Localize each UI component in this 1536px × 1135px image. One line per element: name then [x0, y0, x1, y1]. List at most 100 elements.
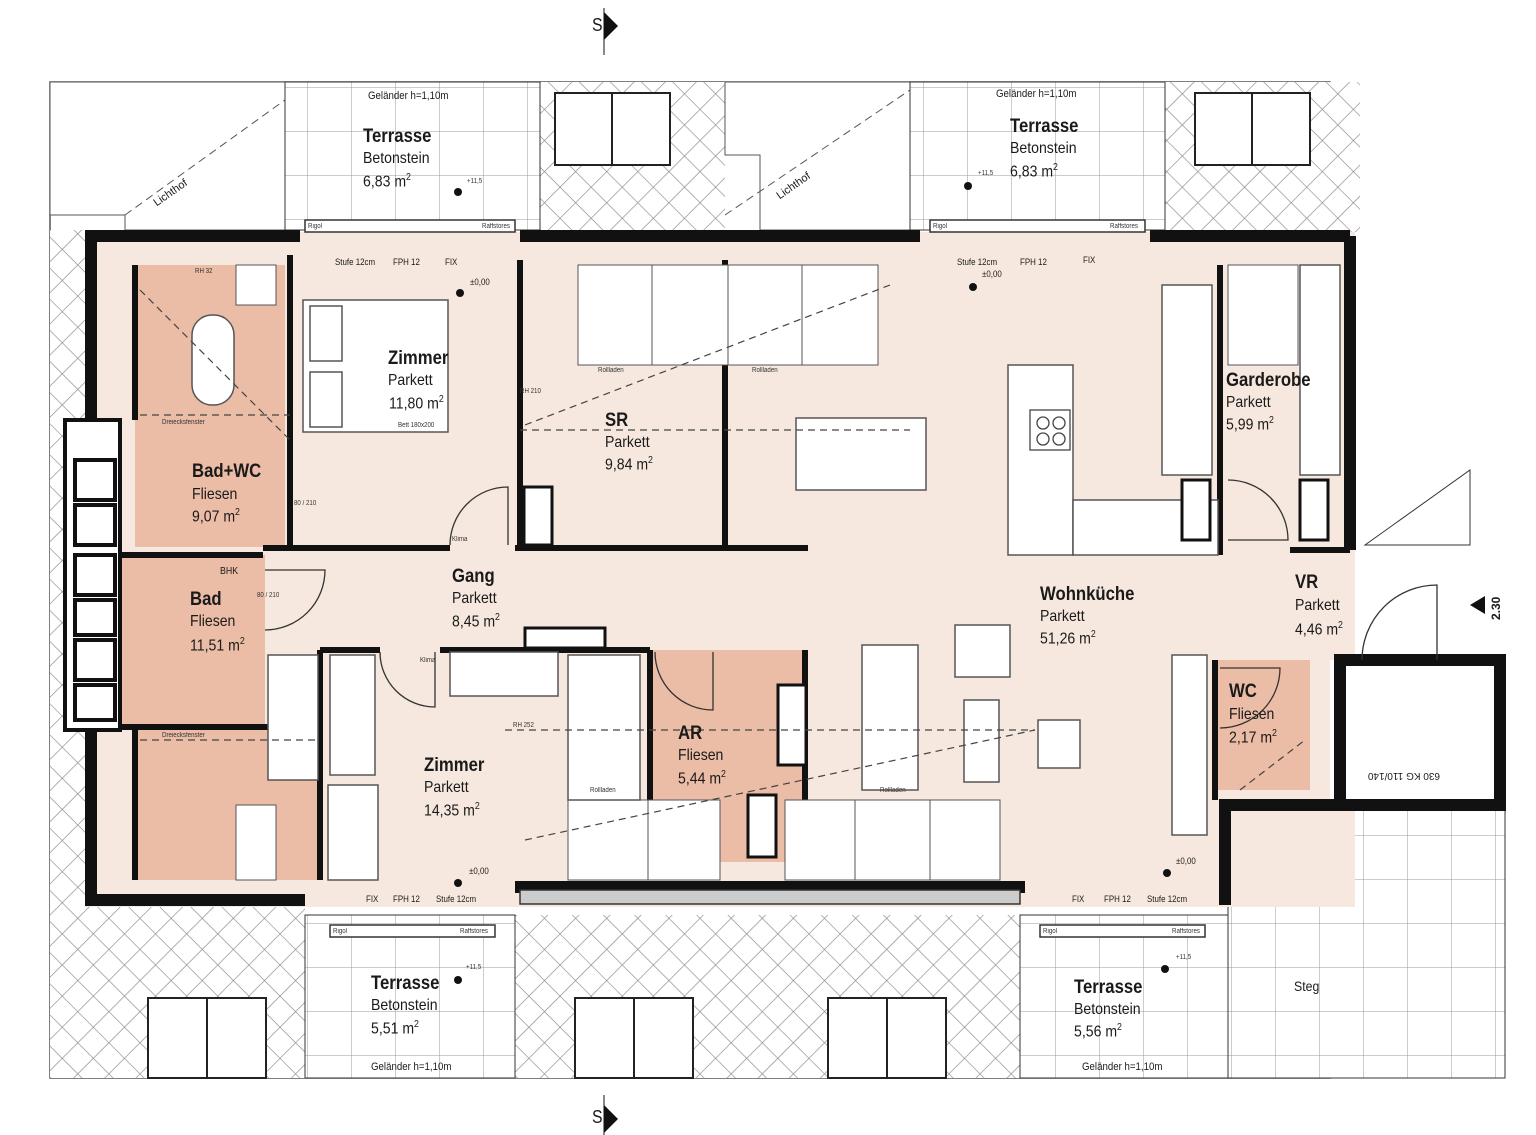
- sr-material: Parkett: [605, 434, 650, 451]
- ar-name: AR: [678, 723, 703, 744]
- garderobe-area: 5,99 m2: [1226, 415, 1274, 434]
- wohnkueche-material: Parkett: [1040, 608, 1085, 625]
- stair-wedge: [1363, 469, 1471, 546]
- rollladen-1: Rollladen: [598, 367, 624, 374]
- terrace-tl-area: 6,83 m2: [363, 172, 411, 191]
- door-swings: [264, 479, 1438, 729]
- rollladen-4: Rollladen: [880, 787, 906, 794]
- terrace-tl-material: Betonstein: [363, 150, 430, 167]
- step-label-bl: Stufe 12cm: [436, 894, 477, 904]
- terrace-br-name: Terrasse: [1074, 977, 1143, 998]
- vr-area: 4,46 m2: [1295, 620, 1343, 639]
- terrace-tr-railing: Geländer h=1,10m: [996, 88, 1077, 100]
- garderobe-material: Parkett: [1226, 394, 1271, 411]
- shower: [329, 654, 376, 776]
- bad-material: Fliesen: [190, 613, 236, 630]
- step-label-br: Stufe 12cm: [1147, 894, 1188, 904]
- fix-label-bl: FIX: [366, 894, 379, 904]
- rigol-tl: Rigol: [308, 223, 323, 230]
- raffstores-br: Raffstores: [1172, 928, 1200, 935]
- terrace-tr-floor: [909, 81, 1166, 231]
- fph-label-bl: FPH 12: [393, 894, 420, 904]
- skylights: [147, 92, 1311, 1079]
- level-zero-tr: ±0,00: [982, 269, 1002, 279]
- gang-area: 8,45 m2: [452, 612, 500, 631]
- gang-name: Gang: [452, 566, 495, 587]
- terrace-br-level: +11,5: [1176, 954, 1192, 961]
- wohnkueche-area: 51,26 m2: [1040, 629, 1096, 648]
- wc-name: WC: [1229, 681, 1257, 702]
- raffstores-tl: Raffstores: [482, 223, 510, 230]
- rh252-label: RH 252: [513, 722, 534, 729]
- raffstores-tr: Raffstores: [1110, 223, 1138, 230]
- gang-material: Parkett: [452, 590, 497, 607]
- desk: [327, 784, 379, 881]
- lightwell-left: [49, 81, 286, 231]
- step-label-tl: Stufe 12cm: [335, 257, 376, 267]
- section-label-bottom: S: [592, 1107, 603, 1127]
- level-zero-br: ±0,00: [1176, 856, 1196, 866]
- level-zero-bl: ±0,00: [469, 866, 489, 876]
- zimmer-top-name: Zimmer: [388, 348, 449, 369]
- dining-table: [795, 417, 927, 491]
- level-zero-tl: ±0,00: [470, 277, 490, 287]
- kitchen-island: [1007, 364, 1074, 556]
- section-marker-bottom: [603, 1095, 618, 1135]
- lightwell-mid: [724, 81, 911, 231]
- terrace-br-material: Betonstein: [1074, 1001, 1141, 1018]
- bad-name: Bad: [190, 589, 222, 610]
- zimmer-bottom-name: Zimmer: [424, 755, 485, 776]
- armchair-2: [1037, 719, 1081, 769]
- bed-bottom: [567, 654, 641, 801]
- rigol-tr: Rigol: [933, 223, 948, 230]
- sr-area: 9,84 m2: [605, 455, 653, 474]
- terrace-bl-material: Betonstein: [371, 997, 438, 1014]
- level-triangle: [1470, 596, 1485, 614]
- zimmer-bottom-area: 14,35 m2: [424, 801, 480, 820]
- zimmer-top-area: 11,80 m2: [389, 394, 444, 413]
- zimmer-bottom-material: Parkett: [424, 779, 469, 796]
- terrace-tl-level: +11,5: [467, 178, 483, 185]
- rollladen-3: Rollladen: [590, 787, 616, 794]
- ar-material: Fliesen: [678, 747, 724, 764]
- vr-material: Parkett: [1295, 597, 1340, 614]
- fph-label-tl: FPH 12: [393, 257, 420, 267]
- terrace-bl-floor: [304, 914, 516, 1079]
- terrace-tl-name: Terrasse: [363, 126, 432, 147]
- terrace-br-floor: [1019, 914, 1229, 1079]
- coffee-table: [963, 699, 1000, 783]
- bad-area: 11,51 m2: [190, 636, 245, 655]
- shafts: [63, 418, 122, 732]
- exterior-walls: [85, 230, 1506, 906]
- bad-wc-name: Bad+WC: [192, 461, 262, 482]
- wohnkueche-name: Wohnküche: [1040, 584, 1135, 605]
- steg-label: Steg: [1294, 978, 1320, 994]
- armchair: [954, 624, 1011, 678]
- terrace-bl-area: 5,51 m2: [371, 1019, 419, 1038]
- rollladen-2: Rollladen: [752, 367, 778, 374]
- terrace-bl-railing: Geländer h=1,10m: [371, 1061, 452, 1073]
- bhk-label: BHK: [220, 566, 239, 577]
- triangle-window-bottom: Dreiecksfenster: [162, 732, 205, 739]
- section-label-top: S: [592, 15, 603, 35]
- bed-size-label: Bett 180x200: [398, 422, 435, 429]
- rigol-br: Rigol: [1043, 928, 1058, 935]
- fix-label-br: FIX: [1072, 894, 1085, 904]
- rh210-label: RH 210: [520, 388, 541, 395]
- sr-name: SR: [605, 410, 629, 431]
- sofa: [861, 644, 919, 791]
- level-markers: [454, 182, 1171, 984]
- terrace-bl-level: +11,5: [466, 964, 482, 971]
- lift-label: 630 KG 110/140: [1367, 770, 1440, 781]
- level-label: 2.30: [1489, 596, 1503, 620]
- windows: [304, 219, 1206, 938]
- terrace-tl-railing: Geländer h=1,10m: [368, 90, 449, 102]
- terrace-tr-material: Betonstein: [1010, 140, 1077, 157]
- furniture: [191, 264, 1341, 881]
- terrace-tr-level: +11,5: [978, 170, 994, 177]
- door-size-bad-wc: 80 / 210: [294, 500, 317, 507]
- terrace-br-area: 5,56 m2: [1074, 1022, 1122, 1041]
- step-label-tr: Stufe 12cm: [957, 257, 998, 267]
